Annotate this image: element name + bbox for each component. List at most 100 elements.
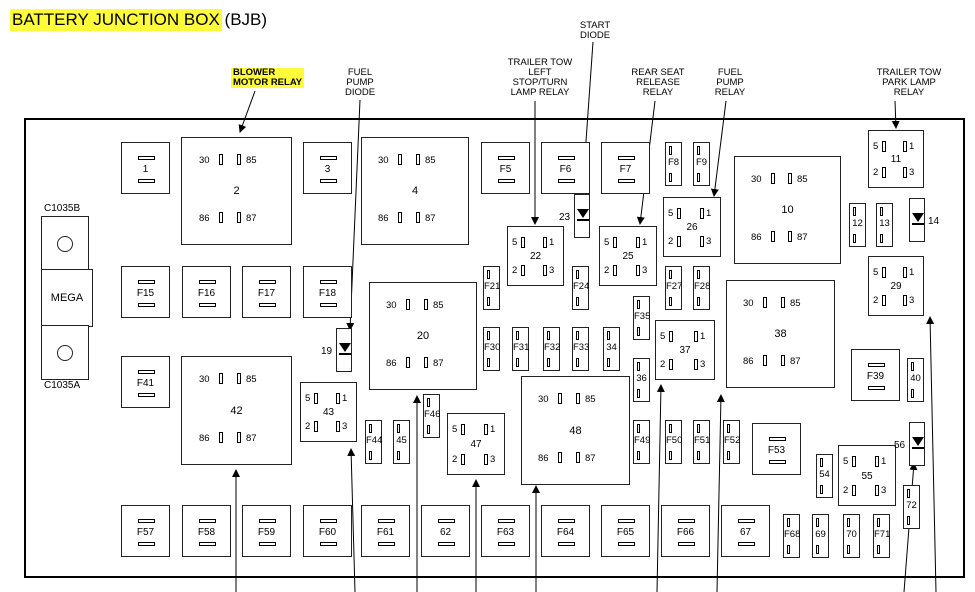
fuse-f53[interactable]: F53 — [752, 423, 801, 475]
mega-connector-bottom — [41, 325, 89, 380]
fuse-f41[interactable]: F41 — [121, 356, 170, 408]
fuse-f71[interactable]: F71 — [873, 514, 890, 558]
fuse-f39[interactable]: F39 — [851, 349, 900, 401]
fuse-70[interactable]: 70 — [843, 514, 860, 558]
fuse-f28[interactable]: F28 — [693, 266, 710, 310]
fuse-f50[interactable]: F50 — [665, 420, 682, 464]
relay-22-pin-2: 2 — [512, 265, 518, 276]
fuse-f33[interactable]: F33 — [572, 327, 589, 371]
fuse-f5-label: F5 — [499, 164, 512, 175]
pin-slot — [613, 237, 617, 248]
fuse-f24[interactable]: F24 — [572, 266, 589, 310]
fuse-blade-slot — [820, 485, 823, 494]
fuse-f15[interactable]: F15 — [121, 266, 170, 318]
fuse-f31[interactable]: F31 — [512, 327, 529, 371]
relay-48-pin-85: 85 — [585, 394, 596, 405]
fuse-f60[interactable]: F60 — [303, 505, 352, 557]
pin-slot — [576, 452, 580, 463]
fuse-40[interactable]: 40 — [907, 358, 924, 402]
fuse-f5[interactable]: F5 — [481, 142, 530, 194]
fuse-f16[interactable]: F16 — [182, 266, 231, 318]
relay-25-label: 25 — [622, 251, 634, 262]
fuse-f57[interactable]: F57 — [121, 505, 170, 557]
fuse-f64[interactable]: F64 — [541, 505, 590, 557]
pin-slot — [521, 265, 525, 276]
fuse-f21[interactable]: F21 — [483, 266, 500, 310]
fuse-f44[interactable]: F44 — [365, 420, 382, 464]
fuse-f59[interactable]: F59 — [242, 505, 291, 557]
fuse-f68[interactable]: F68 — [783, 514, 800, 558]
fuse-blade-slot — [847, 545, 850, 554]
fuse-36[interactable]: 36 — [633, 358, 650, 402]
fuse-f51[interactable]: F51 — [693, 420, 710, 464]
diode-14[interactable] — [909, 198, 925, 242]
fuse-f59-label: F59 — [257, 527, 276, 538]
fuse-54[interactable]: 54 — [816, 454, 833, 498]
fuse-f65[interactable]: F65 — [601, 505, 650, 557]
relay-43-pin-2: 2 — [305, 421, 311, 432]
fuse-f66[interactable]: F66 — [661, 505, 710, 557]
fuse-45[interactable]: 45 — [393, 420, 410, 464]
fuse-13[interactable]: 13 — [876, 203, 893, 247]
fuse-f58[interactable]: F58 — [182, 505, 231, 557]
fuse-69[interactable]: 69 — [812, 514, 829, 558]
diode-19[interactable] — [336, 328, 352, 372]
fuse-f52[interactable]: F52 — [723, 420, 740, 464]
fuse-f52-label: F52 — [724, 435, 741, 446]
fuse-f7[interactable]: F7 — [601, 142, 650, 194]
fuse-f8[interactable]: F8 — [665, 142, 682, 186]
fuse-f63-label: F63 — [496, 527, 515, 538]
fuse-f18[interactable]: F18 — [303, 266, 352, 318]
fuse-f61-label: F61 — [376, 527, 395, 538]
mega-fuse[interactable]: MEGA — [41, 269, 93, 327]
diode-56[interactable] — [909, 422, 925, 466]
relay-20-pin-86: 86 — [386, 358, 397, 369]
fuse-f35[interactable]: F35 — [633, 296, 650, 340]
pin-slot — [875, 456, 879, 467]
fuse-f6[interactable]: F6 — [541, 142, 590, 194]
diode-23[interactable] — [574, 194, 590, 238]
relay-10-label: 10 — [781, 204, 794, 216]
fuse-f30[interactable]: F30 — [483, 327, 500, 371]
fuse-f61[interactable]: F61 — [361, 505, 410, 557]
fuse-62[interactable]: 62 — [421, 505, 470, 557]
fuse-f32[interactable]: F32 — [543, 327, 560, 371]
fuse-67[interactable]: 67 — [721, 505, 770, 557]
fuse-1[interactable]: 1 — [121, 142, 170, 194]
fuse-1-label: 1 — [142, 164, 149, 175]
relay-42-pin-87: 87 — [246, 433, 257, 444]
relay-22-pin-1: 1 — [549, 237, 555, 248]
fuse-12[interactable]: 12 — [849, 203, 866, 247]
title-main: BATTERY JUNCTION BOX — [12, 10, 220, 29]
junction-box-outline — [24, 118, 965, 578]
fuse-f27[interactable]: F27 — [665, 266, 682, 310]
relay-55-label: 55 — [861, 471, 873, 482]
fuse-f9[interactable]: F9 — [693, 142, 710, 186]
fuse-f17[interactable]: F17 — [242, 266, 291, 318]
fuse-f46[interactable]: F46 — [423, 394, 440, 438]
fuse-34[interactable]: 34 — [603, 327, 620, 371]
diode-56-label: 56 — [894, 440, 906, 451]
fuse-f63[interactable]: F63 — [481, 505, 530, 557]
fuse-3[interactable]: 3 — [303, 142, 352, 194]
pin-slot — [700, 236, 704, 247]
fuse-72[interactable]: 72 — [903, 485, 920, 529]
pin-slot — [336, 393, 340, 404]
fuse-f49[interactable]: F49 — [633, 420, 650, 464]
